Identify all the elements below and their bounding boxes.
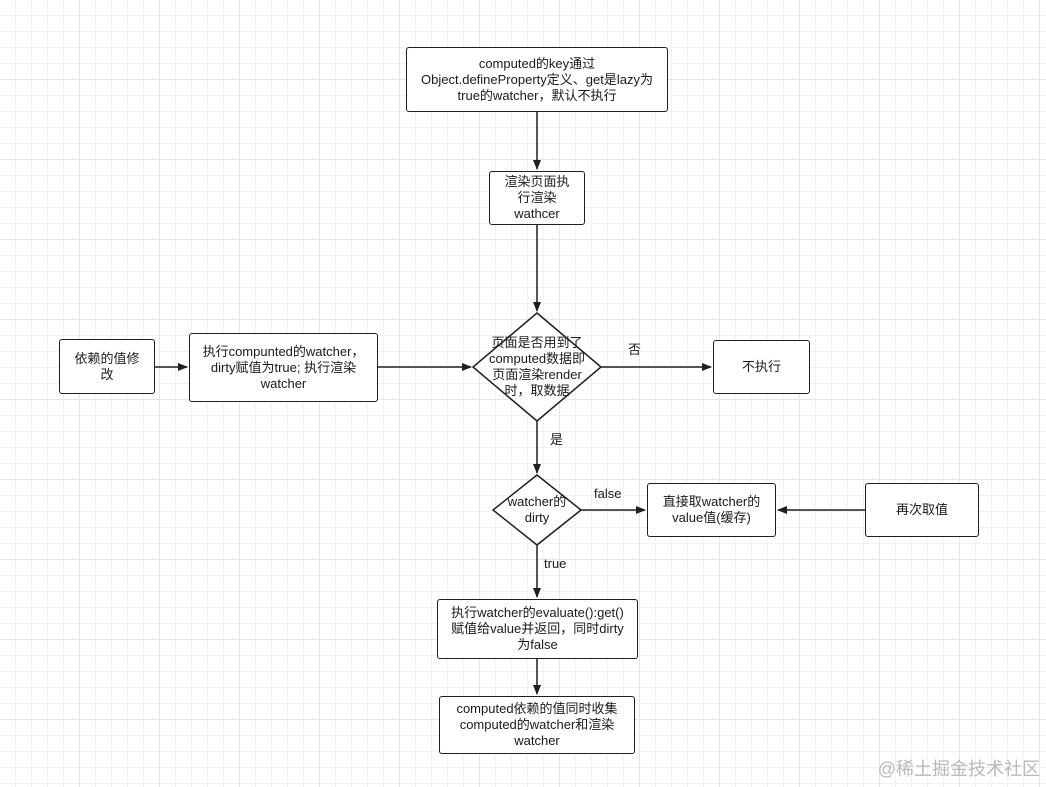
- node-get-again: 再次取值: [865, 483, 979, 537]
- node-decision-used-text: 页面是否用到了 computed数据即 页面渲染render 时，取数据: [488, 335, 586, 398]
- watermark: @稀土掘金技术社区: [877, 759, 1040, 779]
- node-take-cache: 直接取watcher的 value值(缓存): [647, 483, 776, 537]
- edge-label-false: false: [594, 486, 622, 501]
- node-start: computed的key通过 Object.defineProperty定义、g…: [406, 47, 668, 112]
- node-evaluate: 执行watcher的evaluate():get() 赋值给value并返回，同…: [437, 599, 638, 659]
- node-collect: computed依赖的值同时收集 computed的watcher和渲染 wat…: [439, 696, 635, 754]
- edge-label-yes: 是: [550, 432, 564, 447]
- node-render: 渲染页面执 行渲染 wathcer: [489, 171, 585, 225]
- node-dep-change: 依赖的值修 改: [59, 339, 155, 394]
- edge-label-no: 否: [628, 342, 642, 357]
- node-exec-computed: 执行compunted的watcher， dirty赋值为true; 执行渲染 …: [189, 333, 378, 402]
- node-no-exec: 不执行: [713, 340, 810, 394]
- edge-label-true: true: [544, 556, 567, 571]
- node-decision-dirty-text: watcher的 dirty: [507, 494, 567, 525]
